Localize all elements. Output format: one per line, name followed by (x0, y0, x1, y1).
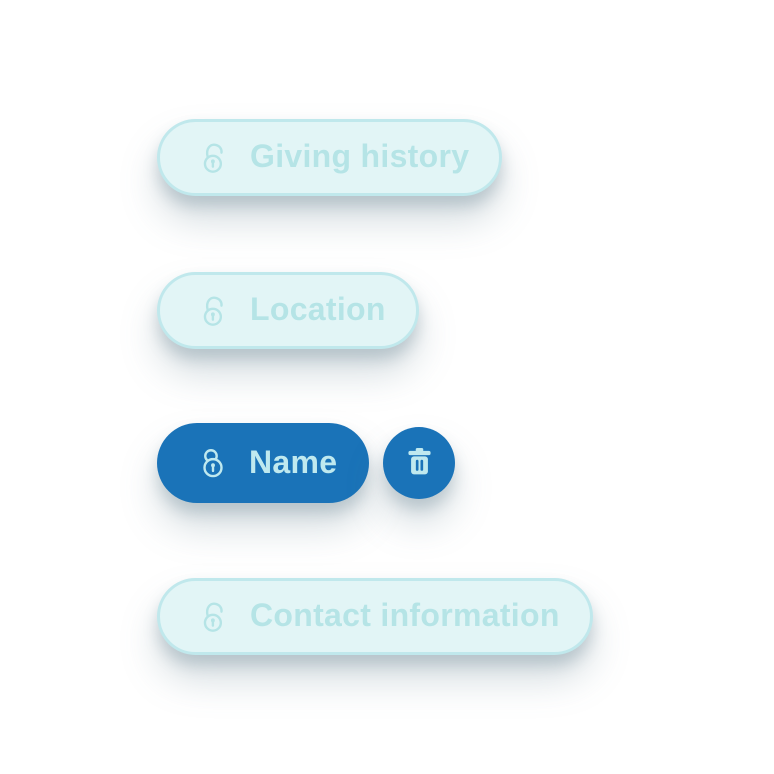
chip-row-contact-information: Contact information (157, 578, 593, 655)
chip-label: Name (249, 443, 338, 480)
chip-name-selected[interactable]: Name (157, 423, 370, 503)
chip-contact-information[interactable]: Contact information (157, 578, 593, 655)
chip-row-giving-history: Giving history (157, 119, 503, 196)
chip-label: Contact information (250, 597, 560, 633)
chip-label: Giving history (250, 138, 470, 174)
chip-giving-history[interactable]: Giving history (157, 119, 503, 196)
lock-open-icon (203, 296, 223, 326)
chip-location[interactable]: Location (157, 272, 419, 349)
chip-row-name: Name (157, 423, 456, 503)
lock-closed-icon (203, 449, 223, 478)
delete-button[interactable] (383, 427, 456, 499)
chip-row-location: Location (157, 272, 419, 349)
lock-open-icon (203, 143, 223, 173)
chip-label: Location (250, 291, 386, 327)
trash-icon (408, 447, 431, 474)
lock-open-icon (203, 602, 223, 632)
